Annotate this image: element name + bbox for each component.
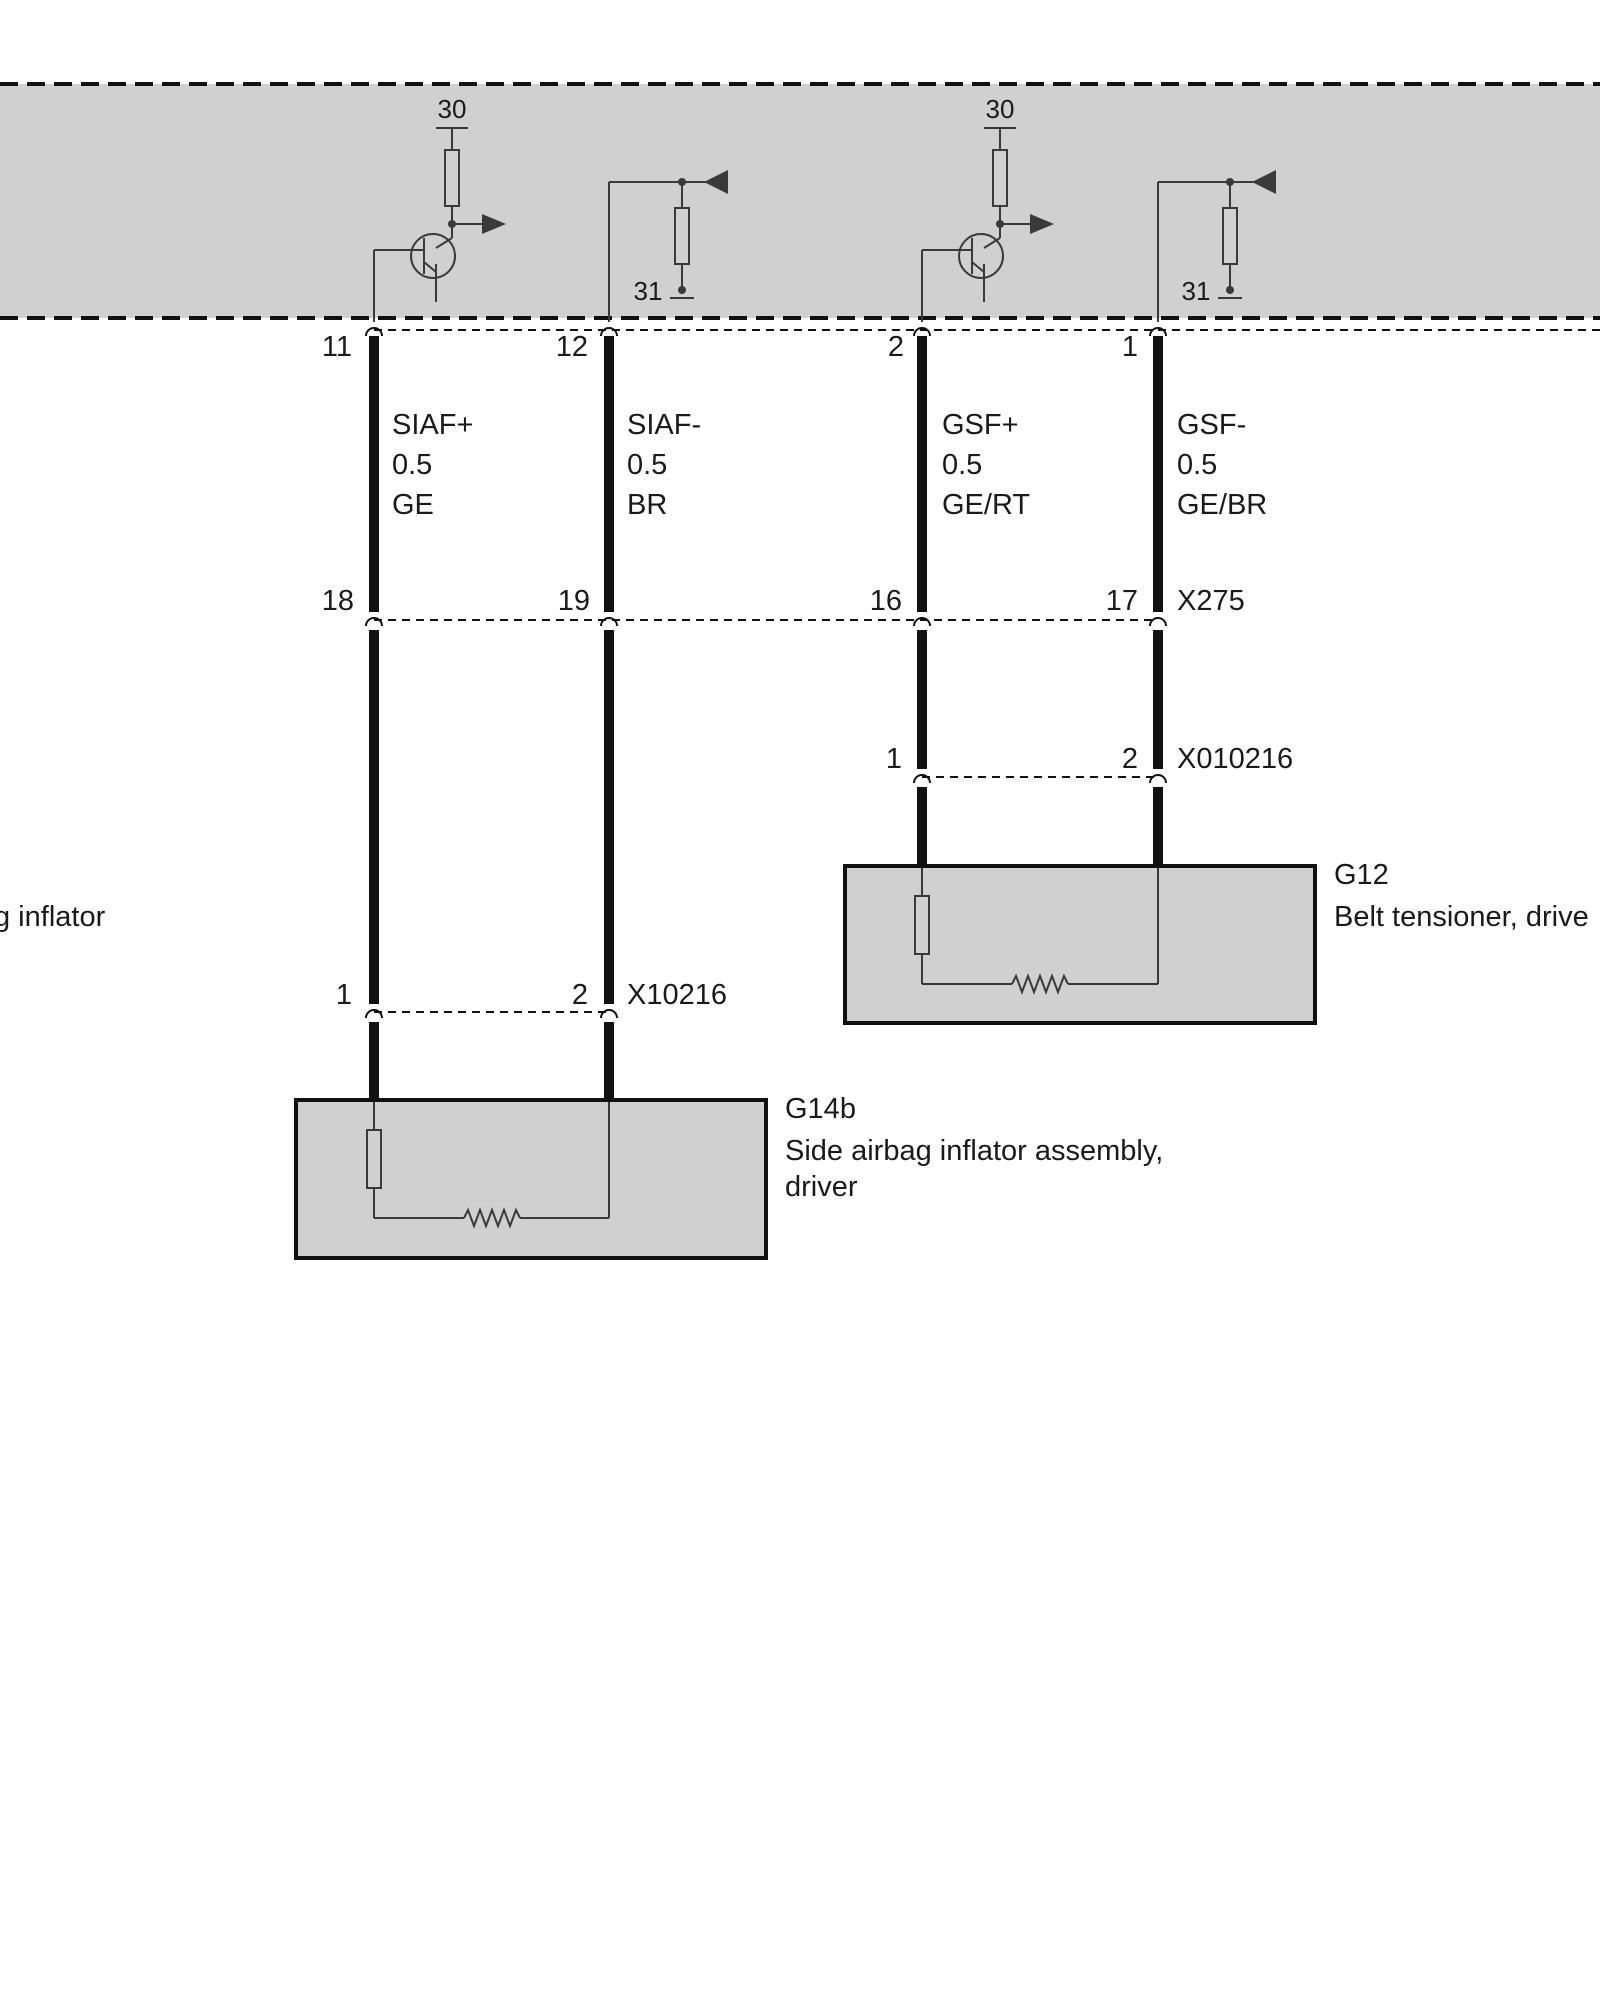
- node-dot: [1226, 178, 1234, 186]
- connector-name-x10216: X10216: [627, 979, 727, 1011]
- svg-text:0.5: 0.5: [942, 449, 982, 481]
- component-g14b-desc-line2: driver: [785, 1171, 858, 1203]
- pin-arcs: [365, 327, 1167, 1019]
- pin-number: 12: [556, 331, 588, 363]
- node-dot: [678, 178, 686, 186]
- supply-label-left: 30: [438, 94, 467, 124]
- arrow-right-icon: [1030, 214, 1054, 234]
- pin-number: 2: [888, 331, 904, 363]
- transistor-right-icon: [958, 233, 1004, 279]
- component-g12-id: G12: [1334, 859, 1389, 891]
- svg-text:0.5: 0.5: [392, 449, 432, 481]
- node-dot: [996, 220, 1004, 228]
- component-g14b-desc-line1: Side airbag inflator assembly,: [785, 1135, 1163, 1167]
- svg-text:SIAF+: SIAF+: [392, 409, 473, 441]
- svg-text:GE/RT: GE/RT: [942, 489, 1030, 521]
- connector-name-x275: X275: [1177, 585, 1245, 617]
- svg-text:GSF-: GSF-: [1177, 409, 1246, 441]
- driver-stage-right: [921, 127, 1030, 322]
- svg-text:0.5: 0.5: [627, 449, 667, 481]
- svg-text:BR: BR: [627, 489, 667, 521]
- pin-number: 18: [322, 585, 354, 617]
- left-component-label: g inflator: [0, 901, 106, 933]
- wire-label-siaf-minus: SIAF- 0.5 BR: [627, 409, 701, 521]
- heating-element-icon: [463, 1207, 521, 1229]
- control-unit: 30 31 30: [0, 82, 1600, 322]
- arrow-right-icon: [482, 214, 506, 234]
- component-g14b-id: G14b: [785, 1093, 856, 1125]
- pin-number: 1: [336, 979, 352, 1011]
- connector-name-x010216: X010216: [1177, 743, 1293, 775]
- component-g12-desc: Belt tensioner, drive: [1334, 901, 1589, 933]
- pin-number: 2: [1122, 743, 1138, 775]
- pin-number: 17: [1106, 585, 1138, 617]
- pin-number: 1: [886, 743, 902, 775]
- ground-label-right: 31: [1182, 276, 1211, 306]
- svg-text:SIAF-: SIAF-: [627, 409, 701, 441]
- node-dot: [678, 286, 686, 294]
- pin-number: 11: [322, 331, 352, 363]
- arrow-left-icon: [704, 170, 728, 194]
- transistor-left-icon: [410, 233, 456, 279]
- wire-label-siaf-plus: SIAF+ 0.5 GE: [392, 409, 473, 521]
- node-dot: [1226, 286, 1234, 294]
- pulldown-stage-right: [1157, 181, 1254, 322]
- component-g12-box: [843, 864, 1317, 1025]
- pin-number: 1: [1122, 331, 1138, 363]
- node-dot: [448, 220, 456, 228]
- ground-label-left: 31: [634, 276, 663, 306]
- pin-number: 19: [558, 585, 590, 617]
- svg-text:GSF+: GSF+: [942, 409, 1019, 441]
- component-g12: G12 Belt tensioner, drive: [843, 859, 1589, 1025]
- pin-number: 2: [572, 979, 588, 1011]
- svg-text:GE/BR: GE/BR: [1177, 489, 1267, 521]
- arrow-left-icon: [1252, 170, 1276, 194]
- wire-label-gsf-minus: GSF- 0.5 GE/BR: [1177, 409, 1267, 521]
- pulldown-stage-left: [608, 181, 706, 322]
- svg-text:0.5: 0.5: [1177, 449, 1217, 481]
- heating-element-icon: [1011, 973, 1069, 995]
- component-g14b: G14b Side airbag inflator assembly, driv…: [294, 1093, 1163, 1260]
- control-unit-body: [0, 84, 1600, 318]
- wire-label-gsf-plus: GSF+ 0.5 GE/RT: [942, 409, 1030, 521]
- supply-label-right: 30: [986, 94, 1015, 124]
- svg-text:GE: GE: [392, 489, 434, 521]
- pin-number: 16: [870, 585, 902, 617]
